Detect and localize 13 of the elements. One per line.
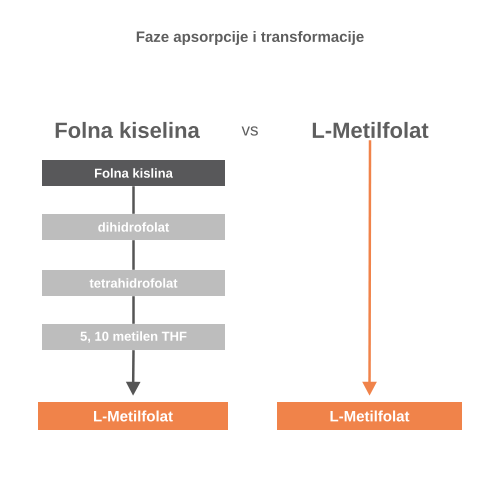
step-box: tetrahidrofolat <box>42 270 225 296</box>
connector-line <box>132 186 135 214</box>
vs-label: vs <box>242 126 258 136</box>
column-heading: Folna kiselina <box>56 122 200 138</box>
step-box: Folna kislina <box>42 160 225 186</box>
connector-line <box>132 296 135 324</box>
step-box: 5, 10 metilen THF <box>42 324 225 350</box>
connector-line <box>132 240 135 270</box>
title: Faze apsorpcije i transformacije <box>136 31 364 45</box>
result-box: L-Metilfolat <box>38 402 228 430</box>
column-heading: L-Metilfolat <box>312 122 428 138</box>
step-box: dihidrofolat <box>42 214 225 240</box>
result-box: L-Metilfolat <box>277 402 462 430</box>
